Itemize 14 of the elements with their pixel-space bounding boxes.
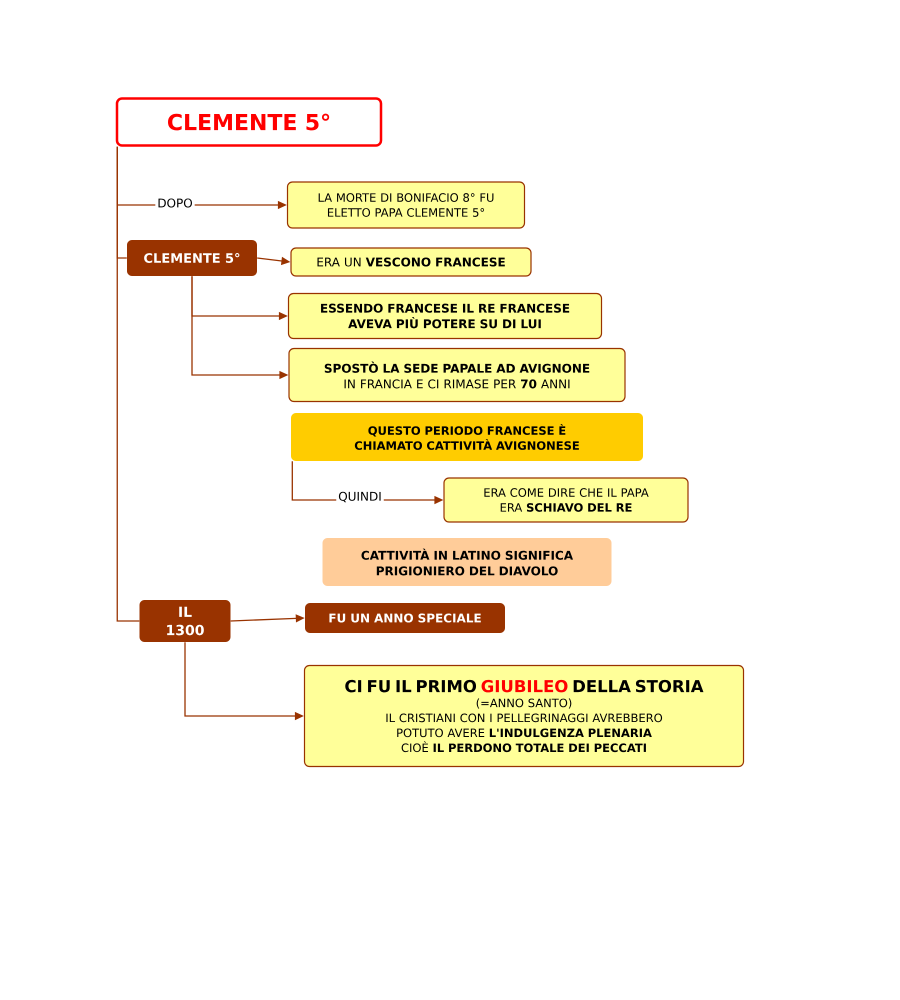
highlight-box: QUESTO PERIODO FRANCESE È CHIAMATO CATTIVITÀ AVIGNONESE	[291, 413, 643, 461]
topic-box: IL 1300	[140, 600, 230, 642]
edge-label: DOPO	[155, 196, 195, 210]
concept-box: ERA UN VESCONO FRANCESE	[290, 247, 532, 277]
title-box: CLEMENTE 5°	[116, 97, 382, 147]
topic-box: CLEMENTE 5°	[127, 240, 257, 276]
concept-box: ERA COME DIRE CHE IL PAPA ERA SCHIAVO DEL RE	[443, 477, 689, 523]
concept-box: SPOSTÒ LA SEDE PAPALE AD AVIGNONE IN FRANCIA E CI RIMASE PER 70 ANNI	[288, 348, 626, 402]
edge-label: QUINDI	[336, 490, 384, 504]
note-box: CATTIVITÀ IN LATINO SIGNIFICA PRIGIONIERO DEL DIAVOLO	[322, 538, 612, 586]
concept-box: CI FU IL PRIMO GIUBILEO DELLA STORIA (=ANNO SANTO) IL CRISTIANI CON I PELLEGRINAGGI AVREBBERO POTUTO AVERE L'INDULGENZA PLENARIA CIOÈ IL PERDONO TOTALE DEI PECCATI	[304, 664, 744, 768]
concept-box: ESSENDO FRANCESE IL RE FRANCESE AVEVA PIÙ POTERE SU DI LUI	[288, 292, 602, 340]
topic-box: FU UN ANNO SPECIALE	[305, 603, 505, 633]
concept-box: LA MORTE DI BONIFACIO 8° FU ELETTO PAPA CLEMENTE 5°	[286, 181, 526, 229]
